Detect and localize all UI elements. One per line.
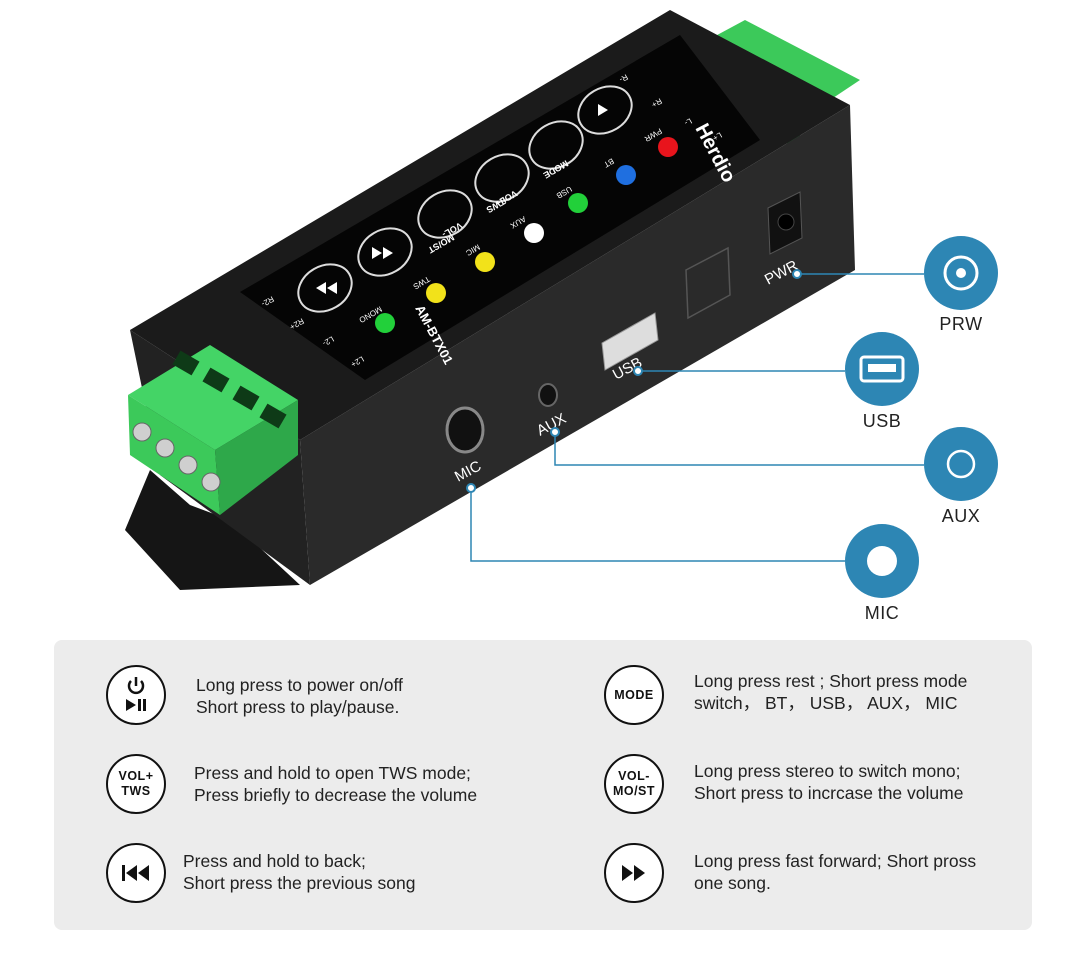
case-square-panel bbox=[685, 246, 731, 320]
mic-jack-icon bbox=[845, 524, 919, 598]
indicator-aux-led bbox=[524, 223, 544, 243]
mo-st-icon-text: MO/ST bbox=[612, 784, 656, 798]
previous-track-icon bbox=[106, 843, 166, 903]
case-aux-jack bbox=[538, 383, 558, 407]
legend-line: Short press to incrcase the volume bbox=[694, 783, 964, 803]
front-terminal-block bbox=[128, 345, 298, 515]
case-mic-jack bbox=[445, 406, 485, 454]
power-play-pause-icon bbox=[106, 665, 166, 725]
legend-line: Press and hold to open TWS mode; bbox=[194, 763, 471, 783]
indicator-tws-led bbox=[426, 283, 446, 303]
legend-line: switch， BT， USB， AUX， MIC bbox=[694, 693, 958, 713]
mounting-foot bbox=[125, 470, 300, 590]
indicator-usb-led bbox=[568, 193, 588, 213]
callout-label-prw: PRW bbox=[939, 314, 983, 334]
tws-icon-text: TWS bbox=[121, 784, 151, 798]
legend-text-fast-forward: Long press fast forward; Short pross one… bbox=[694, 850, 976, 894]
amplifier-device-illustration: Herdio AM-BTX01 MODE VOL+ TWS VOL- MO/ST… bbox=[125, 10, 924, 590]
vol-down-icon-text: VOL- bbox=[618, 769, 650, 783]
callout-dots bbox=[466, 269, 802, 493]
vol-down-mo-st-icon: VOL- MO/ST bbox=[604, 754, 664, 814]
usb-port-icon bbox=[845, 332, 919, 406]
callout-line-aux bbox=[554, 432, 924, 466]
callout-label-mic: MIC bbox=[864, 603, 900, 623]
panel-forward-glyph bbox=[372, 247, 393, 259]
indicator-bt-label: BT bbox=[602, 156, 615, 169]
legend-line: Short press the previous song bbox=[183, 873, 416, 893]
legend-line: Long press fast forward; Short pross bbox=[694, 851, 977, 871]
panel-back-glyph bbox=[316, 282, 337, 294]
indicator-pwr-led bbox=[658, 137, 678, 157]
panel-forward-button bbox=[357, 227, 413, 277]
terminal-label-l-plus: L+ bbox=[711, 130, 724, 143]
fast-forward-icon bbox=[604, 843, 664, 903]
legend-line: one song. bbox=[694, 873, 771, 893]
panel-play-pause-glyph bbox=[598, 104, 608, 116]
callout-lines bbox=[470, 273, 924, 562]
panel-vol-up-tws-button bbox=[474, 153, 530, 203]
aux-jack-icon bbox=[924, 427, 998, 501]
terminal-label-l-minus: L- bbox=[683, 116, 694, 128]
legend-text-power-play-pause: Long press to power on/off Short press t… bbox=[196, 674, 403, 718]
vol-up-icon-text: VOL+ bbox=[118, 769, 154, 783]
callout-label-usb: USB bbox=[862, 411, 902, 431]
panel-vol-down-button bbox=[417, 189, 473, 239]
dc-power-jack-icon bbox=[924, 236, 998, 310]
indicator-bt-led bbox=[616, 165, 636, 185]
panel-buttons bbox=[297, 85, 633, 313]
vol-up-tws-icon: VOL+ TWS bbox=[106, 754, 166, 814]
indicator-mono-led bbox=[375, 313, 395, 333]
case-usb-port bbox=[601, 312, 659, 371]
panel-play-pause-button bbox=[577, 85, 633, 135]
legend-text-mode: Long press rest ; Short press mode switc… bbox=[694, 670, 967, 714]
button-function-legend: Long press to power on/off Short press t… bbox=[54, 640, 1032, 930]
panel-back-button bbox=[297, 263, 353, 313]
legend-line: Long press to power on/off bbox=[196, 675, 403, 695]
legend-line: Short press to play/pause. bbox=[196, 697, 400, 717]
legend-line: Press and hold to back; bbox=[183, 851, 366, 871]
legend-text-vol-down-mo-st: Long press stereo to switch mono; Short … bbox=[694, 760, 963, 804]
mode-icon-text: MODE bbox=[614, 687, 654, 702]
legend-line: Long press stereo to switch mono; bbox=[694, 761, 961, 781]
legend-line: Long press rest ; Short press mode bbox=[694, 671, 968, 691]
callout-line-mic bbox=[470, 488, 845, 562]
control-panel bbox=[240, 35, 760, 380]
panel-mode-button bbox=[528, 120, 584, 170]
mode-icon: MODE bbox=[604, 665, 664, 725]
legend-text-previous-track: Press and hold to back; Short press the … bbox=[183, 850, 416, 894]
indicator-mic-led bbox=[475, 252, 495, 272]
case-side-face bbox=[300, 105, 855, 585]
callout-label-aux: AUX bbox=[941, 506, 981, 526]
legend-text-vol-up-tws: Press and hold to open TWS mode; Press b… bbox=[194, 762, 477, 806]
legend-line: Press briefly to decrease the volume bbox=[194, 785, 478, 805]
